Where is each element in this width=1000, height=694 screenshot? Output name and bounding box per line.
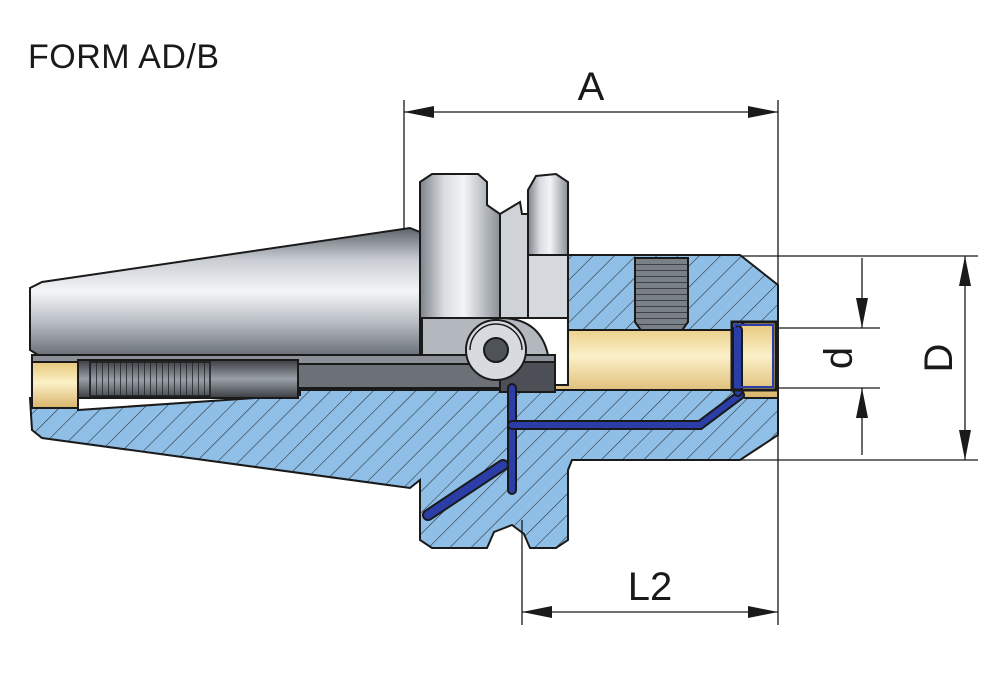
dimension-lines <box>403 100 978 625</box>
dimension-arrows <box>404 106 971 618</box>
drawing-title: FORM AD/B <box>28 38 220 76</box>
dim-label-D: D <box>917 344 961 373</box>
flange-upper <box>419 172 569 319</box>
dim-label-L2: L2 <box>628 565 673 609</box>
dim-label-A: A <box>578 65 605 109</box>
radial-threaded-hole <box>634 257 689 341</box>
drive-key-detail <box>421 317 550 381</box>
dim-label-d: d <box>817 347 861 369</box>
taper-shank-upper <box>29 226 421 356</box>
coolant-channels <box>422 320 778 521</box>
